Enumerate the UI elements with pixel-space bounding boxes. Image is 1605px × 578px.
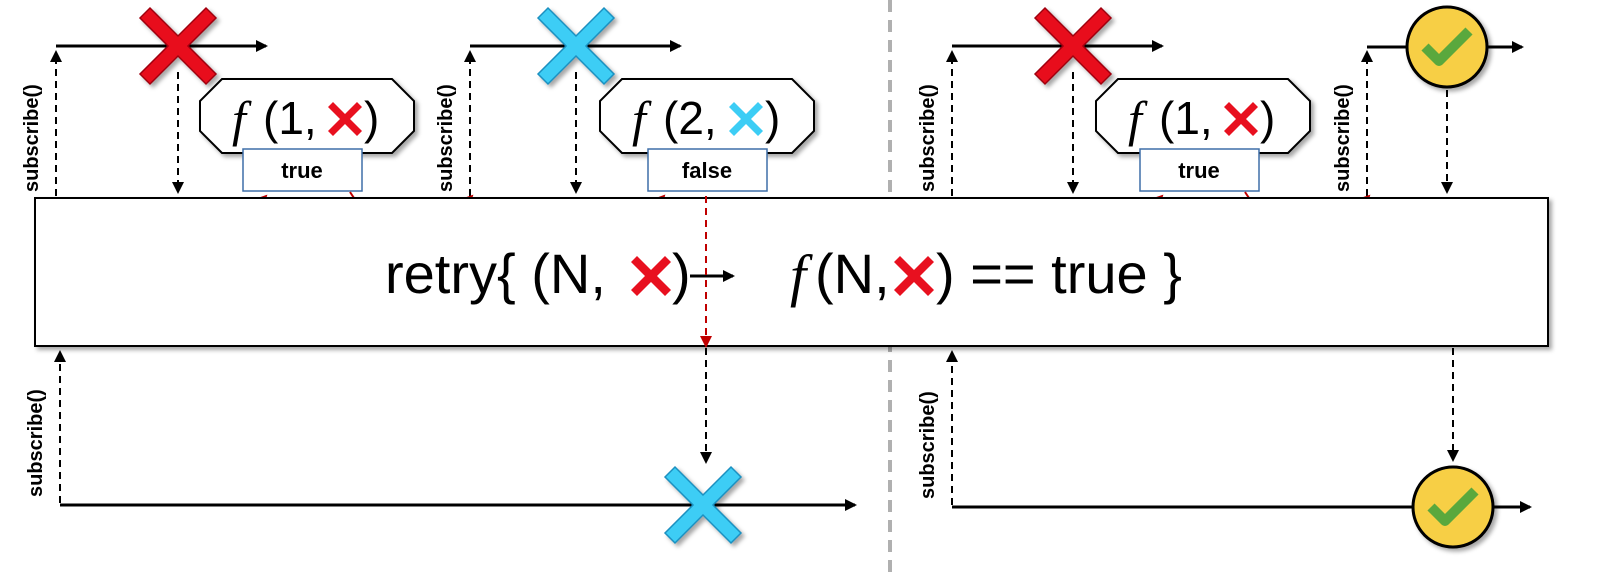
predicate-bubble-1: f (1, ) true bbox=[199, 78, 415, 192]
source-timeline-2: subscribe() bbox=[435, 6, 682, 196]
operator-predicate-close: ) == true } bbox=[936, 242, 1182, 305]
predicate-close: ) bbox=[1260, 92, 1275, 144]
predicate-args: (1, bbox=[1159, 92, 1213, 144]
predicate-close: ) bbox=[765, 92, 780, 144]
red-error-x bbox=[138, 6, 218, 86]
source-timeline-1: subscribe() bbox=[21, 6, 268, 196]
small-red-error-x bbox=[1224, 102, 1258, 136]
result-box-true bbox=[242, 148, 363, 192]
success-check-icon bbox=[1405, 5, 1489, 89]
small-blue-error-x bbox=[729, 102, 763, 136]
result-box-false bbox=[647, 148, 768, 192]
subscribe-label: subscribe() bbox=[1332, 84, 1354, 192]
source-timeline-4: subscribe() bbox=[1332, 5, 1524, 196]
result-true: true bbox=[281, 158, 323, 183]
operator-predicate-open: (N, bbox=[815, 242, 890, 305]
blue-error-x bbox=[536, 6, 616, 86]
result-true: true bbox=[1178, 158, 1220, 183]
subscribe-label: subscribe() bbox=[917, 84, 939, 192]
operator-red-error-x-2 bbox=[894, 256, 934, 296]
success-check-icon bbox=[1411, 465, 1495, 549]
subscribe-label: subscribe() bbox=[21, 84, 43, 192]
retry-operator-box: retry{ (N, ) f (N, ) == true } bbox=[34, 197, 1549, 347]
operator-close-paren: ) bbox=[672, 242, 691, 305]
result-box-true bbox=[1139, 148, 1260, 192]
predicate-args: (2, bbox=[663, 92, 717, 144]
predicate-close: ) bbox=[364, 92, 379, 144]
subscribe-label: subscribe() bbox=[435, 84, 457, 192]
blue-error-x bbox=[663, 465, 743, 545]
predicate-args: (1, bbox=[263, 92, 317, 144]
source-timeline-3: subscribe() bbox=[917, 6, 1164, 196]
output-timeline-left: subscribe() bbox=[25, 348, 857, 545]
predicate-bubble-3: f (1, ) true bbox=[1095, 78, 1311, 192]
small-red-error-x bbox=[328, 102, 362, 136]
predicate-bubble-2: f (2, ) false bbox=[599, 78, 815, 192]
red-error-x bbox=[1033, 6, 1113, 86]
operator-red-error-x bbox=[631, 256, 671, 296]
output-timeline-right: subscribe() bbox=[917, 348, 1532, 549]
subscribe-label: subscribe() bbox=[25, 389, 47, 497]
subscribe-label: subscribe() bbox=[917, 391, 939, 499]
result-false: false bbox=[682, 158, 732, 183]
operator-prefix: retry{ (N, bbox=[385, 242, 606, 305]
